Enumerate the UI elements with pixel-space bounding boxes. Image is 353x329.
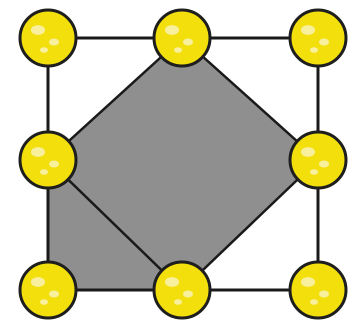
atom-highlight — [301, 147, 315, 157]
atom-highlight — [310, 299, 318, 305]
atom-corner-bottom-right — [290, 262, 346, 318]
atom-highlight — [183, 39, 193, 46]
atom-highlight — [301, 277, 315, 287]
atom-edge-left-middle — [20, 132, 76, 188]
atom-circle — [154, 262, 210, 318]
atom-edge-top-middle — [154, 10, 210, 66]
atom-highlight — [40, 299, 48, 305]
atom-highlight — [49, 161, 59, 168]
atom-highlight — [319, 39, 329, 46]
atom-edge-bottom-middle — [154, 262, 210, 318]
atom-highlight — [49, 39, 59, 46]
atom-circle — [290, 10, 346, 66]
atom-circle — [290, 262, 346, 318]
atom-highlight — [319, 161, 329, 168]
atom-corner-bottom-left — [20, 262, 76, 318]
atom-circle — [20, 10, 76, 66]
atom-highlight — [40, 169, 48, 175]
atom-corner-top-left — [20, 10, 76, 66]
atom-circle — [154, 10, 210, 66]
atom-highlight — [310, 47, 318, 53]
atom-highlight — [310, 169, 318, 175]
atom-highlight — [165, 277, 179, 287]
atom-highlight — [49, 291, 59, 298]
atom-highlight — [165, 25, 179, 35]
atom-circle — [290, 132, 346, 188]
atom-corner-top-right — [290, 10, 346, 66]
atom-highlight — [174, 47, 182, 53]
atom-circle — [20, 132, 76, 188]
atom-highlight — [31, 277, 45, 287]
atom-highlight — [301, 25, 315, 35]
atom-circle — [20, 262, 76, 318]
atom-highlight — [319, 291, 329, 298]
atom-highlight — [40, 47, 48, 53]
atom-highlight — [31, 25, 45, 35]
atom-highlight — [31, 147, 45, 157]
atom-highlight — [183, 291, 193, 298]
atom-edge-right-middle — [290, 132, 346, 188]
atom-highlight — [174, 299, 182, 305]
